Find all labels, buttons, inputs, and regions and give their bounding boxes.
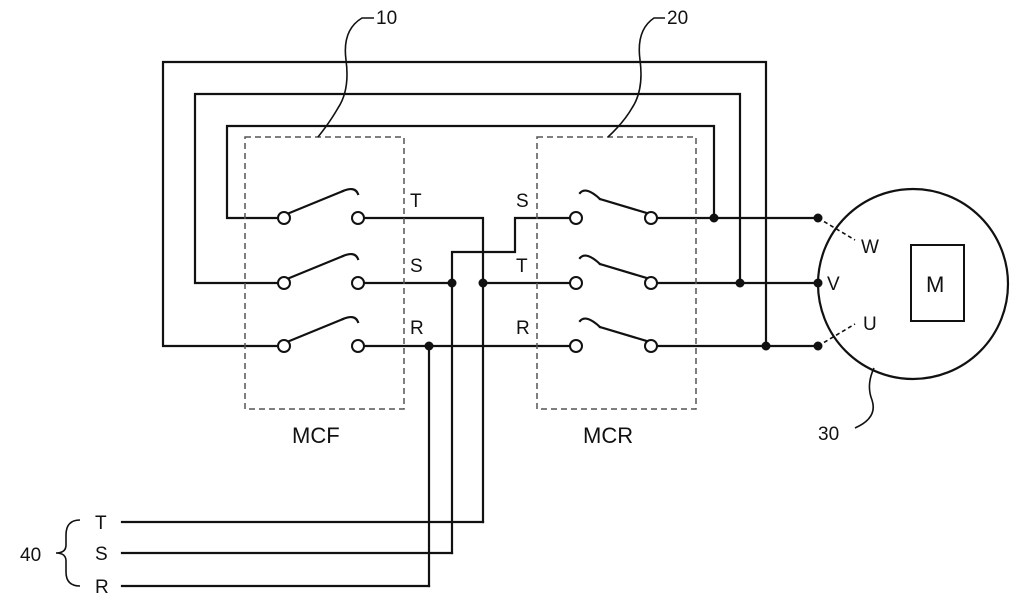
loop-middle-wire <box>193 92 742 285</box>
ref-label-30: 30 <box>818 424 839 445</box>
supply-label-s: S <box>95 544 108 565</box>
leader-10 <box>317 17 374 138</box>
ref-label-20: 20 <box>667 8 688 29</box>
wire-t-crossover <box>359 216 485 524</box>
leader-30 <box>854 367 875 429</box>
motor-circle <box>816 187 1010 381</box>
supply-label-t: T <box>95 513 107 534</box>
leader-20 <box>607 17 665 138</box>
ref-label-40: 40 <box>20 545 41 566</box>
motor-terminal-w: W <box>861 237 879 258</box>
mcf-label: MCF <box>292 423 340 448</box>
supply-label-r: R <box>95 577 109 598</box>
loop-inner-wire <box>225 124 716 220</box>
mcf-contacts <box>277 211 365 353</box>
motor-terminal-u: U <box>863 314 877 335</box>
motor-symbol-box <box>910 244 965 322</box>
mcr-terminal-s: S <box>516 191 529 212</box>
loop-outer-wire <box>161 60 768 348</box>
mcf-contactor-box <box>244 136 405 410</box>
mcf-switches <box>285 187 360 344</box>
mcf-terminal-t: T <box>410 191 422 212</box>
mcf-terminal-s: S <box>410 256 423 277</box>
mcf-terminal-r: R <box>410 318 424 339</box>
mcr-label: MCR <box>583 423 633 448</box>
junction-dots <box>424 213 823 351</box>
motor-lead-w <box>817 217 856 241</box>
mcr-contactor-box <box>536 136 697 410</box>
mcr-terminal-r: R <box>516 318 530 339</box>
motor-lead-u <box>817 323 856 347</box>
mcr-switches <box>578 189 652 344</box>
ref-label-10: 10 <box>376 8 397 29</box>
motor-terminal-v: V <box>827 274 840 295</box>
mcr-terminal-t: T <box>516 256 528 277</box>
brace-40 <box>55 519 81 587</box>
wire-s-crossover <box>450 216 575 555</box>
mcr-contacts <box>569 211 658 353</box>
motor-symbol: M <box>926 272 944 297</box>
